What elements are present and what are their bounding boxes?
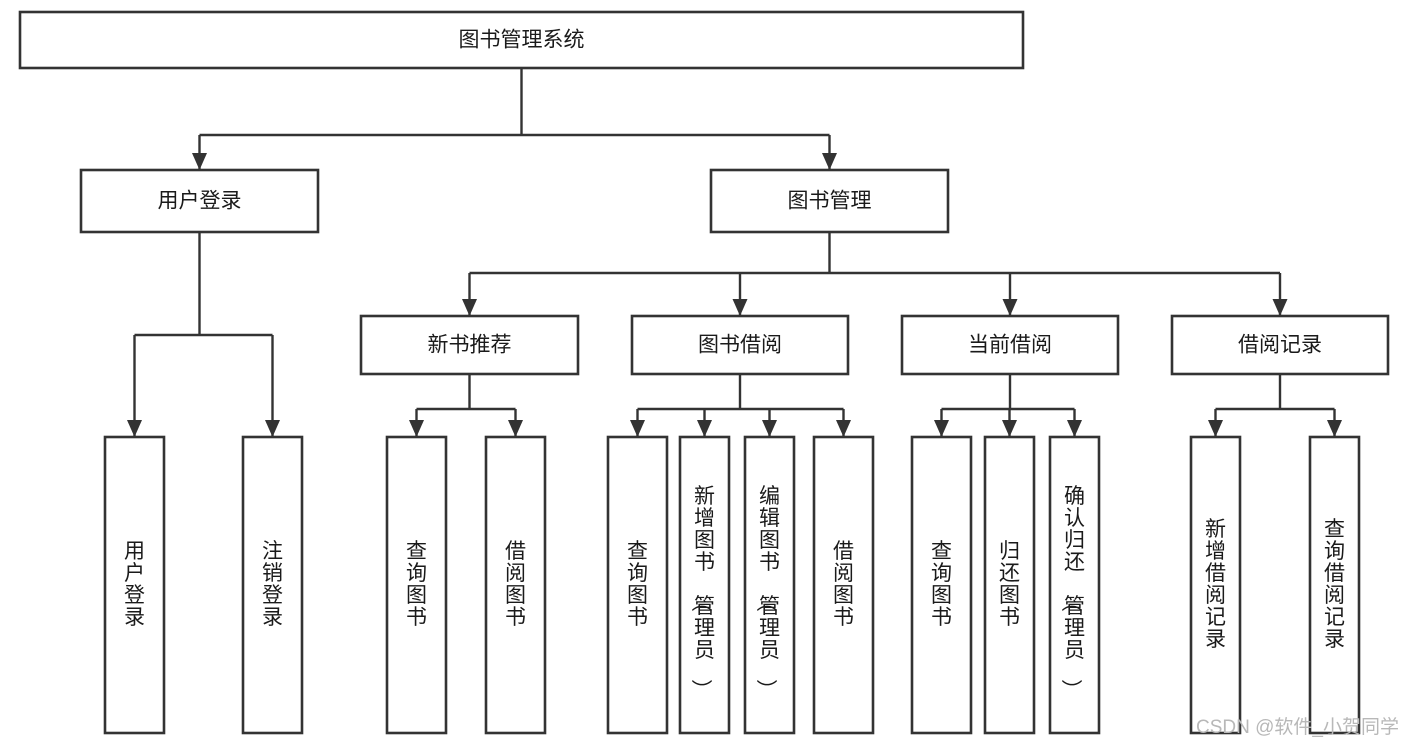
conn-borrow-record-arrowhead-0 [1208, 420, 1223, 437]
node-leaf-borrow-edit[interactable]: 编辑图书（管理员） [743, 435, 796, 735]
node-leaf-borrow-lend-label: 借阅图书 [833, 540, 854, 629]
conn-book-borrow-arrowhead-1 [697, 420, 712, 437]
conn-book-borrow-arrowhead-2 [762, 420, 777, 437]
node-book-borrow-label: 图书借阅 [698, 334, 782, 357]
node-borrow-record-label: 借阅记录 [1238, 334, 1322, 357]
node-leaf-recommend-borrow-label: 借阅图书 [505, 540, 526, 629]
conn-user-login-arrowhead-1 [265, 420, 280, 437]
conn-root-arrowhead-0 [192, 153, 207, 170]
node-borrow-record-box[interactable] [1170, 314, 1390, 376]
conn-new-book-recommend-arrowhead-1 [508, 420, 523, 437]
conn-current-borrow-arrowhead-1 [1002, 420, 1017, 437]
node-leaf-borrow-edit-label: 编辑图书（管理员） [754, 485, 780, 700]
node-leaf-current-query-label: 查询图书 [931, 540, 952, 629]
node-current-borrow-label: 当前借阅 [968, 334, 1052, 357]
node-root-system-label: 图书管理系统 [459, 29, 585, 52]
node-book-management-box[interactable] [709, 168, 950, 234]
node-borrow-record[interactable]: 借阅记录 [1170, 314, 1390, 376]
conn-current-borrow-arrowhead-2 [1067, 420, 1082, 437]
conn-book-management-arrowhead-1 [732, 299, 748, 316]
node-book-borrow-box[interactable] [630, 314, 850, 376]
node-leaf-recommend-query[interactable]: 查询图书 [385, 435, 448, 735]
node-current-borrow-box[interactable] [900, 314, 1120, 376]
node-leaf-current-confirm-label: 确认归还（管理员） [1059, 485, 1085, 700]
node-leaf-borrow-add-label: 新增图书（管理员） [689, 485, 715, 700]
node-leaf-borrow-edit-box[interactable] [743, 435, 796, 735]
node-book-management[interactable]: 图书管理 [709, 168, 950, 234]
node-new-book-recommend[interactable]: 新书推荐 [359, 314, 580, 376]
node-root-system[interactable]: 图书管理系统 [18, 10, 1025, 70]
conn-new-book-recommend-arrowhead-0 [409, 420, 424, 437]
conn-book-management-arrowhead-0 [462, 299, 477, 316]
node-current-borrow[interactable]: 当前借阅 [900, 314, 1120, 376]
node-leaf-current-return-box[interactable] [983, 435, 1036, 735]
node-leaf-current-confirm-box[interactable] [1048, 435, 1101, 735]
conn-current-borrow-arrowhead-0 [934, 420, 949, 437]
node-leaf-recommend-borrow[interactable]: 借阅图书 [484, 435, 547, 735]
conn-root-arrowhead-1 [822, 153, 837, 170]
node-new-book-recommend-box[interactable] [359, 314, 580, 376]
node-leaf-current-return-label: 归还图书 [999, 540, 1020, 629]
node-leaf-user-logout[interactable]: 注销登录 [241, 435, 304, 735]
node-leaf-recommend-query-label: 查询图书 [406, 540, 427, 629]
node-leaf-record-add-box[interactable] [1189, 435, 1242, 735]
node-new-book-recommend-label: 新书推荐 [428, 334, 512, 357]
node-leaf-current-confirm[interactable]: 确认归还（管理员） [1048, 435, 1101, 735]
node-leaf-current-return[interactable]: 归还图书 [983, 435, 1036, 735]
node-leaf-record-query-box[interactable] [1308, 435, 1361, 735]
node-user-login-box[interactable] [79, 168, 320, 234]
node-leaf-recommend-borrow-box[interactable] [484, 435, 547, 735]
node-leaf-borrow-lend-box[interactable] [812, 435, 875, 735]
node-leaf-user-login-box[interactable] [103, 435, 166, 735]
node-leaf-current-query[interactable]: 查询图书 [910, 435, 973, 735]
node-book-management-label: 图书管理 [788, 190, 872, 213]
node-leaf-record-query[interactable]: 查询借阅记录 [1308, 435, 1361, 735]
node-leaf-user-logout-label: 注销登录 [262, 540, 283, 629]
node-leaf-current-query-box[interactable] [910, 435, 973, 735]
conn-book-management-arrowhead-2 [1002, 299, 1018, 316]
node-leaf-recommend-query-box[interactable] [385, 435, 448, 735]
conn-book-borrow-arrowhead-3 [836, 420, 851, 437]
node-leaf-borrow-lend[interactable]: 借阅图书 [812, 435, 875, 735]
conn-book-management-arrowhead-3 [1272, 299, 1288, 316]
node-leaf-record-add-label: 新增借阅记录 [1205, 518, 1226, 651]
node-leaf-user-logout-box[interactable] [241, 435, 304, 735]
connectors-layer [127, 68, 1342, 437]
conn-user-login-arrowhead-0 [127, 420, 142, 437]
conn-book-borrow-arrowhead-0 [630, 420, 645, 437]
node-leaf-user-login[interactable]: 用户登录 [103, 435, 166, 735]
nodes-layer: 图书管理系统用户登录图书管理新书推荐图书借阅当前借阅借阅记录用户登录注销登录查询… [18, 10, 1390, 735]
node-leaf-borrow-add-box[interactable] [678, 435, 731, 735]
node-leaf-user-login-label: 用户登录 [124, 540, 145, 629]
node-leaf-borrow-query[interactable]: 查询图书 [606, 435, 669, 735]
node-leaf-borrow-query-label: 查询图书 [627, 540, 648, 629]
node-user-login-label: 用户登录 [158, 190, 242, 213]
node-leaf-record-query-label: 查询借阅记录 [1324, 518, 1345, 651]
node-user-login[interactable]: 用户登录 [79, 168, 320, 234]
node-leaf-borrow-add[interactable]: 新增图书（管理员） [678, 435, 731, 735]
node-leaf-borrow-query-box[interactable] [606, 435, 669, 735]
conn-borrow-record-arrowhead-1 [1327, 420, 1342, 437]
node-book-borrow[interactable]: 图书借阅 [630, 314, 850, 376]
node-root-system-box[interactable] [18, 10, 1025, 70]
node-leaf-record-add[interactable]: 新增借阅记录 [1189, 435, 1242, 735]
csdn-watermark: CSDN @软件_小贺同学 [1196, 716, 1399, 738]
